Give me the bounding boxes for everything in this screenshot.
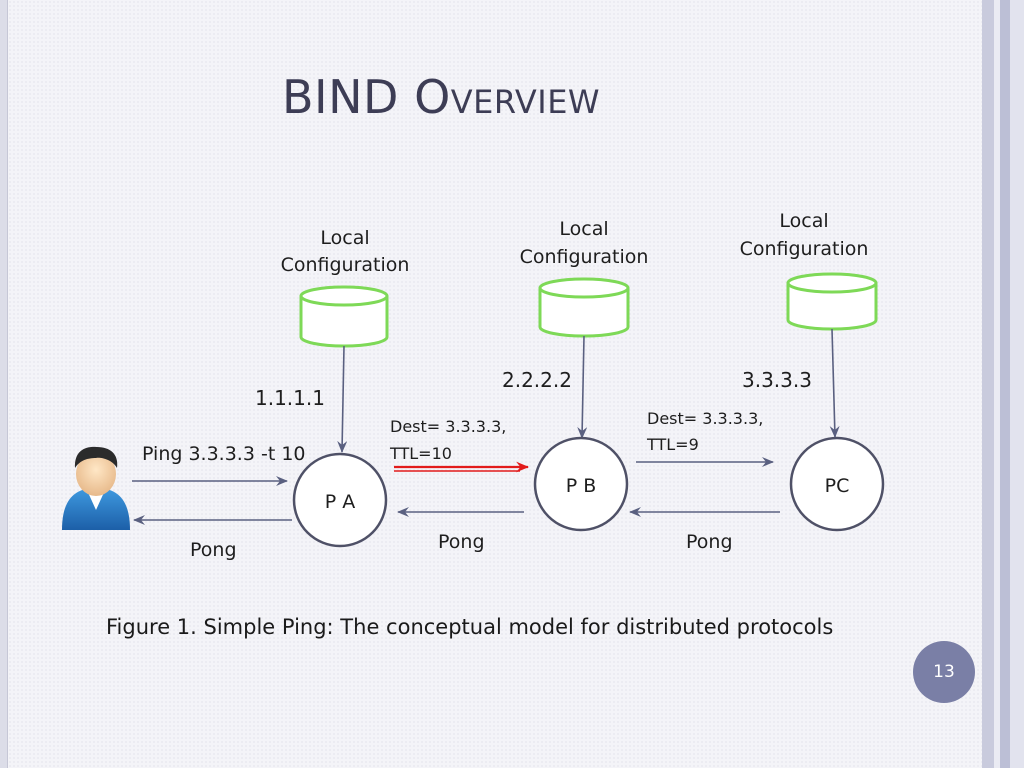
node-pa: P A [292,452,388,548]
config-arrow-a [337,345,348,453]
msg-b-to-c-line1: Dest= 3.3.3.3, [647,409,763,428]
local-config-label-line1: Local [559,218,608,240]
node-address-c: 3.3.3.3 [742,368,812,392]
local-config-label-line2: Configuration [520,246,649,268]
msg-a-to-b-line1: Dest= 3.3.3.3, [390,417,506,436]
msg-b-to-c-line2: TTL=9 [646,435,699,454]
node-pb: P B [533,436,629,532]
local-config-store-b: Local Configuration [520,218,649,338]
node-address-a: 1.1.1.1 [255,386,325,410]
pong-label-b: Pong [686,531,733,553]
local-config-label-line2: Configuration [740,238,869,260]
user-command-label: Ping 3.3.3.3 -t 10 [142,443,306,465]
slide-right-rail [1010,0,1024,768]
config-arrow-b [577,335,588,439]
slide-right-rail [1000,0,1010,768]
node-label: P A [325,491,356,513]
pong-label-user: Pong [190,539,237,561]
figure-caption: Figure 1. Simple Ping: The conceptual mo… [106,615,834,639]
node-label: PC [825,475,850,497]
config-arrow-c [829,328,840,438]
user-icon [62,446,130,530]
slide-right-rail [982,0,994,768]
local-config-label-line1: Local [320,227,369,249]
local-config-store-c: Local Configuration [740,210,878,331]
slide-title: BIND Overview [282,70,601,124]
local-config-label-line2: Configuration [281,254,410,276]
msg-a-to-b-line2: TTL=10 [389,444,452,463]
node-label: P B [566,475,597,497]
node-pc: PC [789,436,885,532]
node-address-b: 2.2.2.2 [502,368,572,392]
pong-label-a: Pong [438,531,485,553]
slide-right-rail [994,0,1000,768]
slide-number-badge: 13 [913,641,975,703]
local-config-store-a: Local Configuration [281,227,410,348]
local-config-label-line1: Local [779,210,828,232]
slide-left-border [0,0,8,768]
